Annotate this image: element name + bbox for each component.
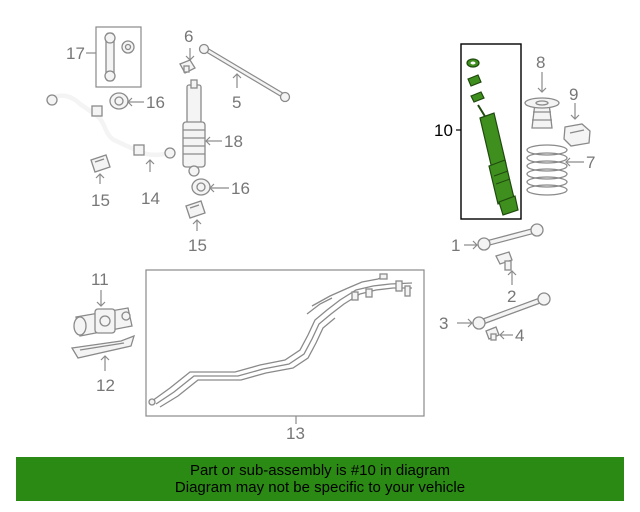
part-6-bolt[interactable] (179, 59, 196, 74)
callout-6: 6 (184, 27, 193, 46)
callout-16-mid: 16 (231, 179, 250, 198)
part-9-spring-insulator[interactable] (563, 123, 591, 147)
part-18-shock-absorber[interactable] (182, 79, 206, 177)
part-16-bushing-mid[interactable] (191, 178, 211, 196)
callout-4: 4 (515, 326, 524, 345)
callout-13: 13 (286, 424, 305, 443)
callout-8: 8 (536, 53, 545, 72)
part-17-stabilizer-link[interactable] (95, 26, 142, 88)
part-10-shock-absorber-highlighted[interactable] (460, 43, 522, 220)
callout-10: 10 (434, 121, 453, 140)
callout-16-top: 16 (146, 93, 165, 112)
callout-1: 1 (451, 236, 460, 255)
callout-7: 7 (586, 153, 595, 172)
callout-15-left: 15 (91, 191, 110, 210)
callout-14: 14 (141, 189, 160, 208)
part-12-shield[interactable] (70, 334, 136, 359)
callout-5: 5 (232, 93, 241, 112)
part-info-banner: Part or sub-assembly is #10 in diagram D… (16, 457, 624, 501)
callout-18: 18 (224, 132, 243, 151)
part-15-bracket-mid[interactable] (185, 200, 206, 219)
part-16-bushing-top[interactable] (109, 92, 129, 110)
part-5-lateral-rod[interactable] (198, 43, 291, 103)
part-13-brake-lines[interactable] (145, 269, 425, 417)
callout-9: 9 (569, 85, 578, 104)
banner-line-disclaimer: Diagram may not be specific to your vehi… (174, 479, 466, 496)
banner-line-part: Part or sub-assembly is #10 in diagram (189, 462, 451, 479)
part-11-bracket-assembly[interactable] (73, 307, 133, 337)
callout-15-mid: 15 (188, 236, 207, 255)
part-1-upper-control-arm[interactable] (477, 223, 544, 251)
part-2-bolt[interactable] (495, 251, 513, 271)
part-14-stabilizer-bar[interactable] (46, 93, 176, 159)
part-8-bump-stop[interactable] (524, 97, 560, 129)
part-3-lower-control-arm[interactable] (472, 292, 551, 330)
part-4-bolt[interactable] (485, 326, 500, 341)
callout-17: 17 (66, 44, 85, 63)
callout-3: 3 (439, 314, 448, 333)
part-15-bracket-left[interactable] (90, 154, 111, 173)
callout-11: 11 (91, 270, 109, 289)
part-7-coil-spring[interactable] (526, 144, 568, 196)
callout-2: 2 (507, 287, 516, 306)
callout-12: 12 (96, 376, 115, 395)
